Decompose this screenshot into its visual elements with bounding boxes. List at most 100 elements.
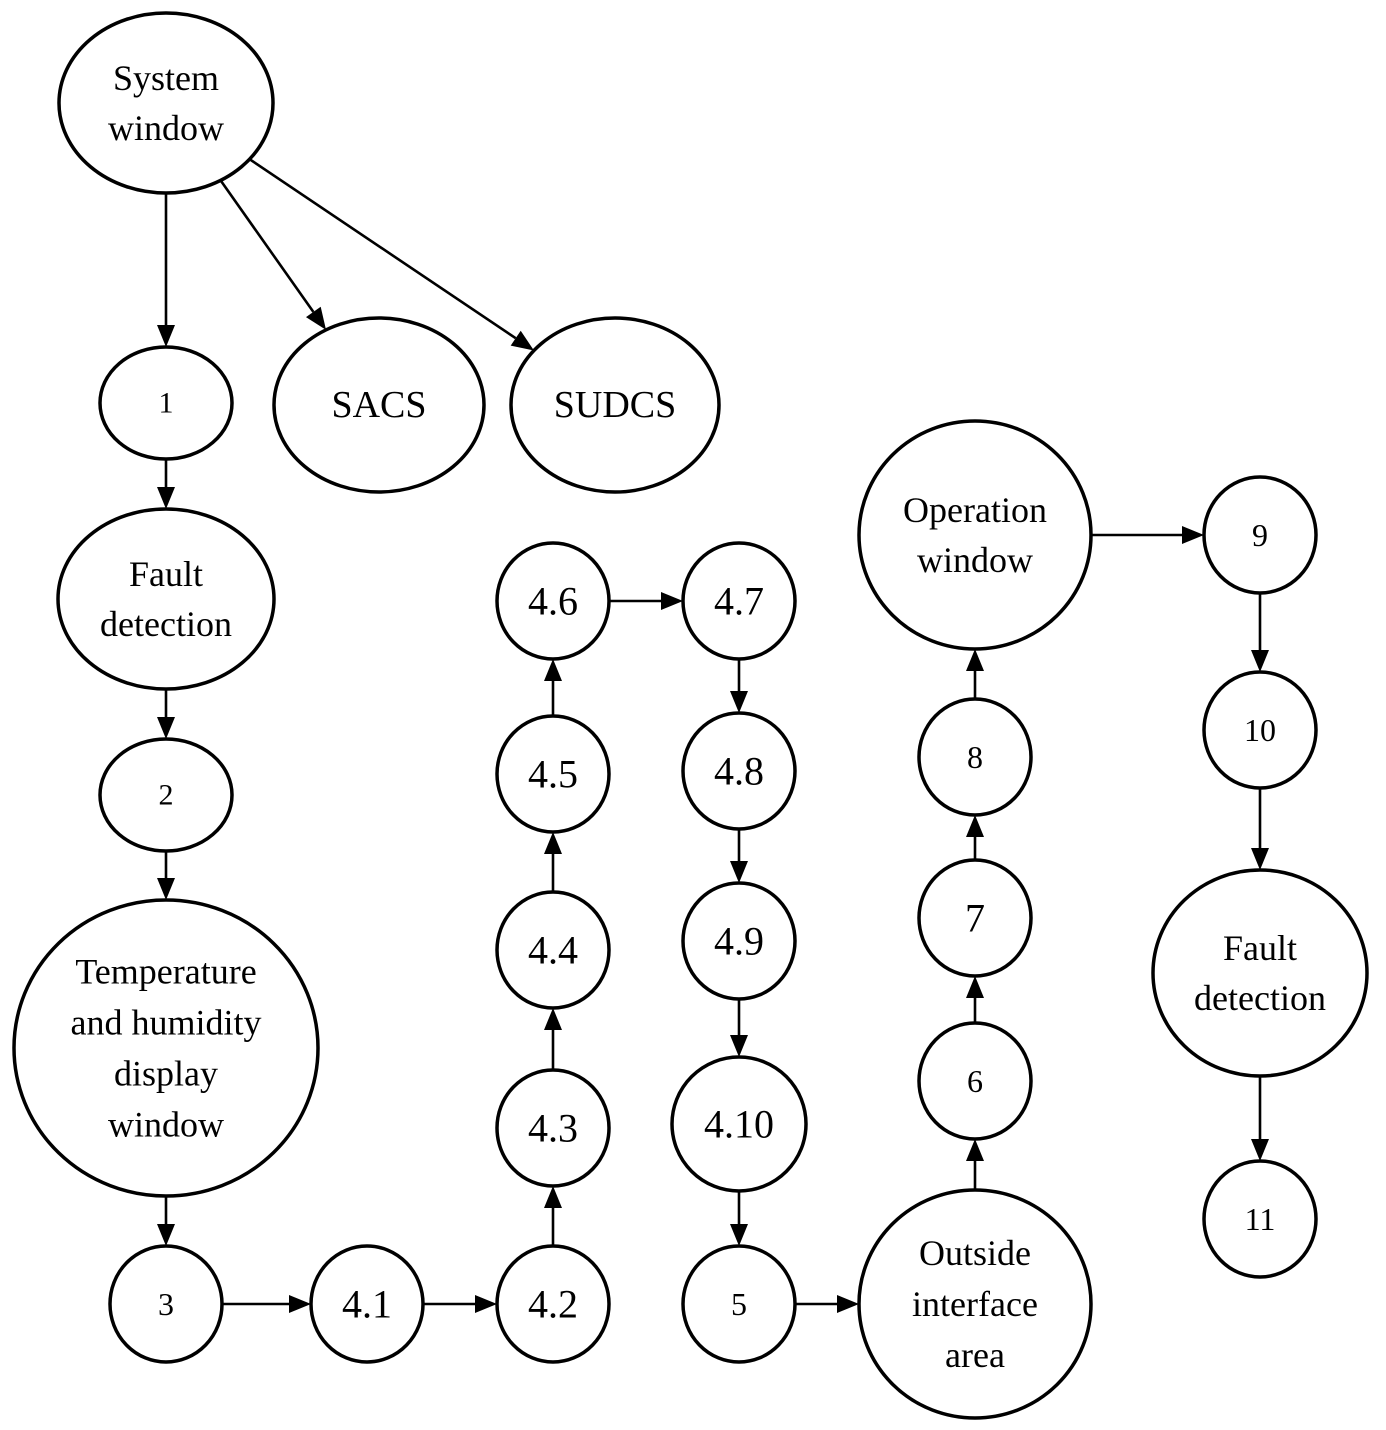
node-shape-n4-8 — [681, 711, 797, 831]
node-shape-fault-detection-1 — [56, 507, 276, 691]
node-shape-system-window — [57, 11, 275, 195]
node-shape-n4-1 — [309, 1244, 425, 1364]
edge-system-window-to-sacs — [219, 179, 315, 313]
node-label-sacs-line-0: SACS — [331, 384, 426, 426]
node-n4-10: 4.10 — [670, 1055, 808, 1193]
node-label-n10-line-0: 10 — [1244, 712, 1276, 748]
node-label-outside-interface-area-line-1: interface — [912, 1284, 1038, 1324]
arrowhead-n7 — [966, 976, 984, 998]
node-label-n9-line-0: 9 — [1252, 517, 1268, 553]
node-shape-n9 — [1202, 475, 1318, 595]
node-label-n11-line-0: 11 — [1245, 1201, 1276, 1237]
node-n4-7: 4.7 — [681, 541, 797, 661]
node-n1: 1 — [98, 345, 234, 461]
node-shape-n4-7 — [681, 541, 797, 661]
node-label-operation-window-line-0: Operation — [903, 490, 1047, 530]
arrowhead-n4-2 — [475, 1295, 497, 1313]
node-label-n1-line-0: 1 — [159, 387, 174, 420]
node-shape-n3 — [108, 1244, 224, 1364]
node-n4-9: 4.9 — [681, 881, 797, 1001]
node-shape-n4-4 — [495, 890, 611, 1010]
node-shape-n7 — [917, 858, 1033, 978]
arrowhead-n8 — [966, 815, 984, 837]
node-label-n3-line-0: 3 — [158, 1286, 174, 1322]
node-n4-5: 4.5 — [495, 714, 611, 834]
arrowhead-temp-humidity-window — [157, 878, 175, 900]
node-shape-n11 — [1202, 1159, 1318, 1279]
node-shape-n6 — [917, 1021, 1033, 1141]
arrowhead-n5 — [730, 1224, 748, 1246]
arrowhead-sudcs — [510, 330, 534, 351]
node-temp-humidity-window: Temperature and humidity display window — [12, 898, 320, 1198]
node-n10: 10 — [1202, 670, 1318, 790]
node-shape-fault-detection-2 — [1151, 868, 1369, 1078]
node-label-system-window-line-1: window — [108, 108, 224, 148]
node-label-n4-5-line-0: 4.5 — [528, 752, 578, 797]
node-shape-outside-interface-area — [857, 1188, 1093, 1420]
arrowhead-n11 — [1251, 1139, 1269, 1161]
arrowhead-n10 — [1251, 650, 1269, 672]
node-label-fault-detection-1-line-0: Fault — [129, 554, 203, 594]
node-label-n4-4-line-0: 4.4 — [528, 928, 578, 973]
node-label-n8-line-0: 8 — [967, 739, 983, 775]
arrowhead-sacs — [305, 306, 327, 330]
node-label-fault-detection-2-line-0: Fault — [1223, 928, 1297, 968]
edge-system-window-to-sudcs — [248, 158, 517, 340]
node-label-outside-interface-area-line-0: Outside — [919, 1233, 1031, 1273]
node-n9: 9 — [1202, 475, 1318, 595]
node-n5: 5 — [681, 1244, 797, 1364]
node-n4-4: 4.4 — [495, 890, 611, 1010]
node-shape-n5 — [681, 1244, 797, 1364]
node-shape-n4-3 — [495, 1068, 611, 1188]
node-fault-detection-2: Fault detection — [1151, 868, 1369, 1078]
arrowhead-n4-6 — [544, 659, 562, 681]
arrowhead-n9 — [1182, 526, 1204, 544]
node-shape-operation-window — [857, 419, 1093, 651]
arrowhead-n3 — [157, 1224, 175, 1246]
arrowhead-n4-7 — [661, 592, 683, 610]
node-label-n2-line-0: 2 — [159, 779, 174, 812]
arrowhead-n4-5 — [544, 832, 562, 854]
node-n7: 7 — [917, 858, 1033, 978]
node-shape-n4-10 — [670, 1055, 808, 1193]
node-n4-2: 4.2 — [495, 1244, 611, 1364]
arrowhead-operation-window — [966, 649, 984, 671]
node-label-system-window-line-0: System — [113, 58, 219, 98]
node-shape-n4-9 — [681, 881, 797, 1001]
node-label-n4-7-line-0: 4.7 — [714, 579, 764, 624]
node-label-n4-1-line-0: 4.1 — [342, 1282, 392, 1327]
node-label-outside-interface-area-line-2: area — [945, 1335, 1005, 1375]
arrowhead-fault-detection-2 — [1251, 848, 1269, 870]
arrowhead-n4-10 — [730, 1035, 748, 1057]
node-n4-3: 4.3 — [495, 1068, 611, 1188]
arrowhead-n4-1 — [289, 1295, 311, 1313]
node-label-n4-9-line-0: 4.9 — [714, 919, 764, 964]
node-n4-1: 4.1 — [309, 1244, 425, 1364]
node-label-n4-3-line-0: 4.3 — [528, 1106, 578, 1151]
node-label-temp-humidity-window-line-3: window — [108, 1105, 224, 1145]
node-n3: 3 — [108, 1244, 224, 1364]
node-label-n4-8-line-0: 4.8 — [714, 749, 764, 794]
node-label-operation-window-line-1: window — [917, 540, 1033, 580]
arrowhead-n4-8 — [730, 691, 748, 713]
node-label-n4-6-line-0: 4.6 — [528, 579, 578, 624]
node-shape-temp-humidity-window — [12, 898, 320, 1198]
node-sacs: SACS — [272, 316, 486, 494]
node-label-n4-2-line-0: 4.2 — [528, 1282, 578, 1327]
arrowhead-n2 — [157, 717, 175, 739]
node-n2: 2 — [98, 737, 234, 853]
node-outside-interface-area: Outside interface area — [857, 1188, 1093, 1420]
node-shape-n1 — [98, 345, 234, 461]
arrowhead-n4-3 — [544, 1186, 562, 1208]
node-shape-n2 — [98, 737, 234, 853]
node-label-temp-humidity-window-line-2: display — [114, 1054, 218, 1094]
node-shape-n4-6 — [495, 541, 611, 661]
node-label-fault-detection-2-line-1: detection — [1194, 978, 1326, 1018]
node-label-temp-humidity-window-line-0: Temperature — [75, 952, 256, 992]
node-label-temp-humidity-window-line-1: and humidity — [71, 1003, 262, 1043]
arrowhead-n6 — [966, 1139, 984, 1161]
node-label-n7-line-0: 7 — [965, 896, 985, 941]
